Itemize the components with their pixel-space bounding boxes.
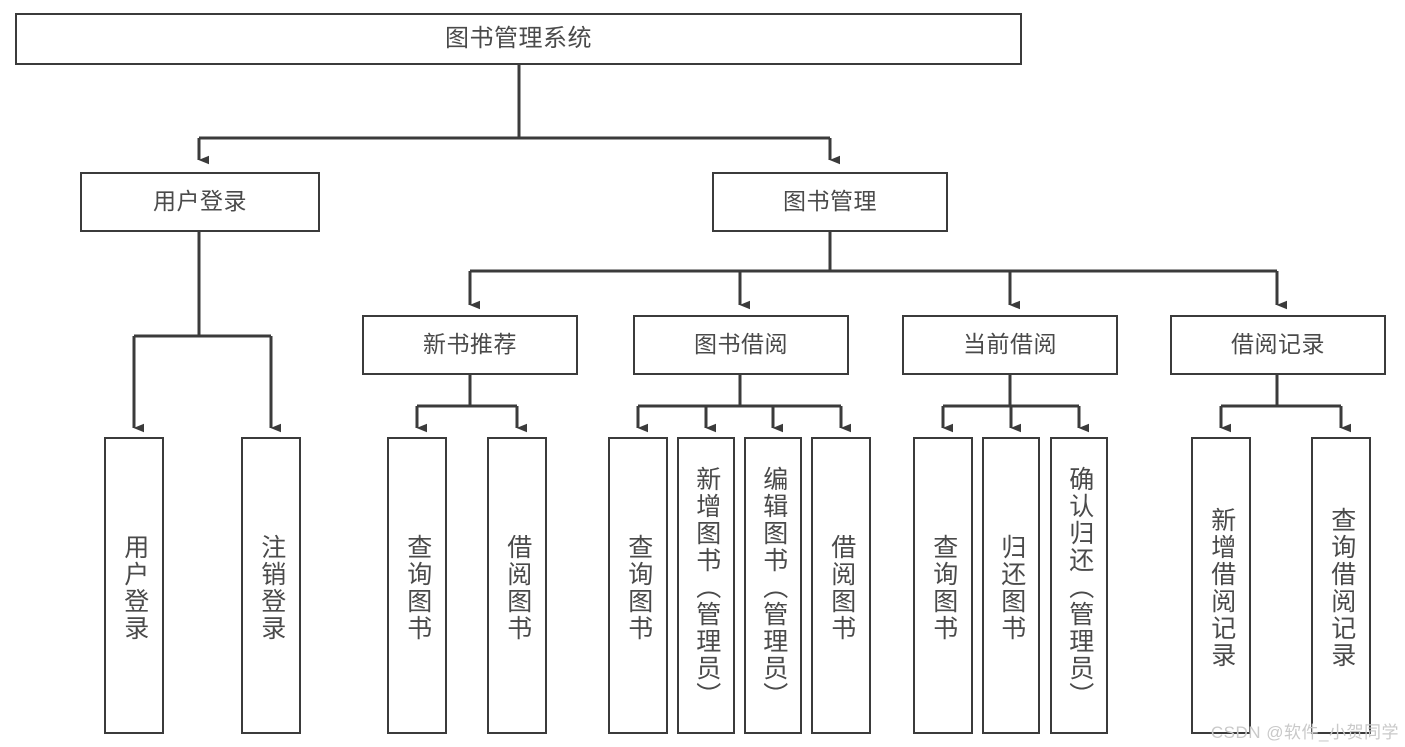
node-label: 用户登录 — [153, 188, 247, 215]
node-label: 新书推荐 — [423, 331, 517, 358]
leaf-user-login-logout[interactable]: 注销登录 — [241, 437, 301, 734]
leaf-recommend-borrow-book[interactable]: 借阅图书 — [487, 437, 547, 734]
node-label: 借阅图书 — [503, 533, 532, 642]
node-label: 图书管理 — [783, 188, 877, 215]
leaf-borrow-add-book-admin[interactable]: 新增图书（管理员） — [677, 437, 735, 734]
leaf-recommend-query-book[interactable]: 查询图书 — [387, 437, 447, 734]
node-label: 图书管理系统 — [445, 24, 592, 52]
node-book-management[interactable]: 图书管理 — [712, 172, 948, 232]
leaf-borrow-borrow-book[interactable]: 借阅图书 — [811, 437, 871, 734]
leaf-current-confirm-return-admin[interactable]: 确认归还（管理员） — [1050, 437, 1108, 734]
node-new-book-recommend[interactable]: 新书推荐 — [362, 315, 578, 375]
node-label: 查询图书 — [624, 533, 653, 642]
leaf-borrow-query-book[interactable]: 查询图书 — [608, 437, 668, 734]
node-current-borrow[interactable]: 当前借阅 — [902, 315, 1118, 375]
node-label: 查询图书 — [403, 533, 432, 642]
node-label: 当前借阅 — [963, 331, 1057, 358]
node-root-system[interactable]: 图书管理系统 — [15, 13, 1022, 65]
leaf-record-query-record[interactable]: 查询借阅记录 — [1311, 437, 1371, 734]
node-label: 编辑图书（管理员） — [759, 466, 788, 709]
node-user-login[interactable]: 用户登录 — [80, 172, 320, 232]
node-label: 确认归还（管理员） — [1065, 466, 1094, 709]
leaf-record-add-record[interactable]: 新增借阅记录 — [1191, 437, 1251, 734]
leaf-borrow-edit-book-admin[interactable]: 编辑图书（管理员） — [744, 437, 802, 734]
node-label: 查询借阅记录 — [1327, 506, 1356, 669]
node-label: 查询图书 — [929, 533, 958, 642]
leaf-current-query-book[interactable]: 查询图书 — [913, 437, 973, 734]
leaf-user-login-login[interactable]: 用户登录 — [104, 437, 164, 734]
leaf-current-return-book[interactable]: 归还图书 — [982, 437, 1040, 734]
node-label: 新增图书（管理员） — [692, 466, 721, 709]
node-label: 注销登录 — [257, 533, 286, 642]
csdn-watermark: CSDN @软件_小贺同学 — [1210, 723, 1399, 742]
node-label: 借阅图书 — [827, 533, 856, 642]
node-label: 归还图书 — [997, 533, 1026, 642]
node-label: 图书借阅 — [694, 331, 788, 358]
node-book-borrow[interactable]: 图书借阅 — [633, 315, 849, 375]
node-label: 借阅记录 — [1231, 331, 1325, 358]
node-borrow-record[interactable]: 借阅记录 — [1170, 315, 1386, 375]
node-label: 用户登录 — [120, 533, 149, 642]
node-label: 新增借阅记录 — [1207, 506, 1236, 669]
